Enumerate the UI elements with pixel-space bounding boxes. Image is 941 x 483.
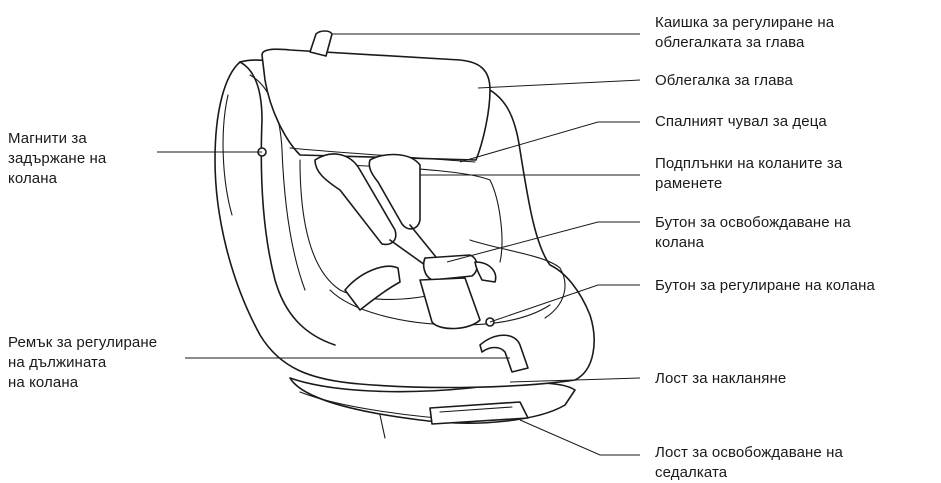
buckle: [424, 255, 477, 280]
label-recline-lever: Лост за накланяне: [655, 369, 786, 389]
leader-seat-release: [520, 420, 640, 455]
label-belt-length-strap: Ремък за регулиране на дължината на кола…: [8, 333, 157, 393]
label-belt-adjust-button: Бутон за регулиране на колана: [655, 276, 875, 296]
label-headrest: Облегалка за глава: [655, 71, 793, 91]
label-sleeping-bag: Спалният чувал за деца: [655, 112, 827, 132]
label-seat-release-lever: Лост за освобождаване на седалката: [655, 443, 843, 483]
label-headrest-strap: Каишка за регулиране на облегалката за г…: [655, 13, 834, 53]
label-belt-magnets: Магнити за задържане на колана: [8, 129, 106, 189]
label-shoulder-pads: Подплънки на коланите за раменете: [655, 154, 842, 194]
label-belt-release-button: Бутон за освобождаване на колана: [655, 213, 851, 253]
leader-headrest: [478, 80, 640, 88]
headrest-shape: [262, 49, 490, 160]
